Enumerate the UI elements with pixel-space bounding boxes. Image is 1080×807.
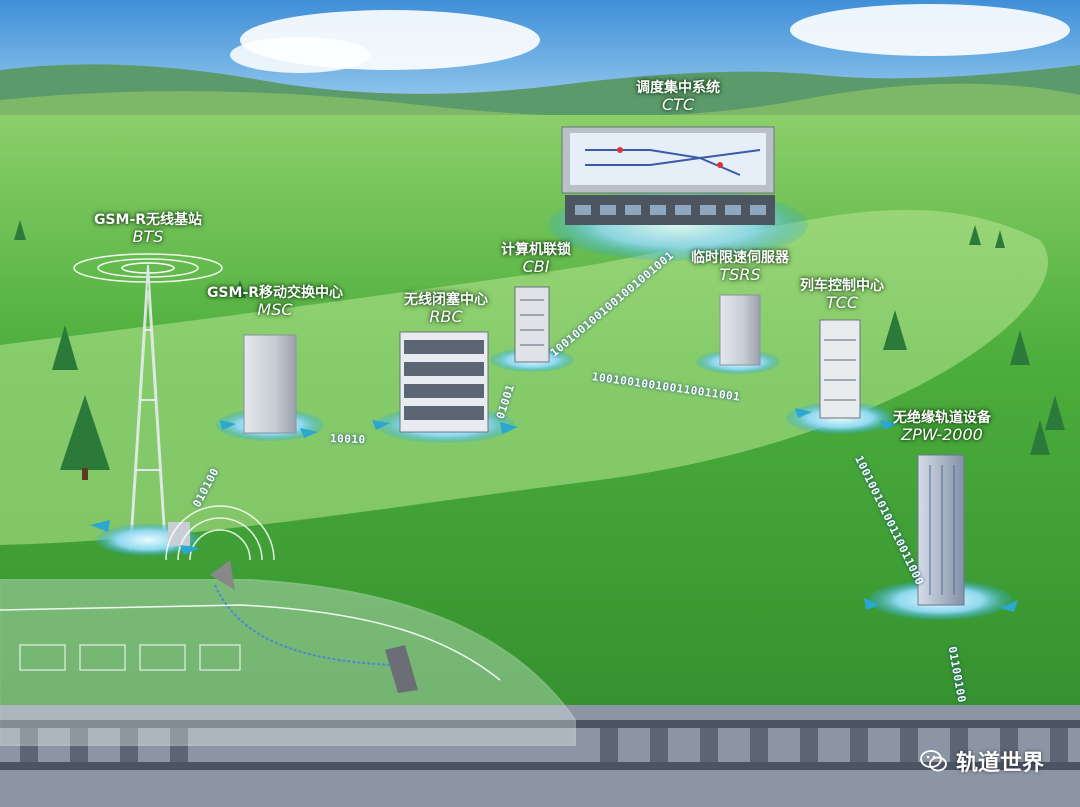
rbc-name-zh: 无线闭塞中心 <box>404 292 488 308</box>
label-zpw: 无绝缘轨道设备 ZPW-2000 <box>880 410 1004 444</box>
tcc-name-zh: 列车控制中心 <box>800 278 884 294</box>
label-ctc: 调度集中系统 CTC <box>610 80 746 114</box>
label-rbc: 无线闭塞中心 RBC <box>392 292 500 326</box>
ctc-name-zh: 调度集中系统 <box>636 80 720 96</box>
msc-name-en: MSC <box>257 300 293 320</box>
bts-name-zh: GSM-R无线基站 <box>93 212 203 228</box>
bts-name-en: BTS <box>132 227 164 247</box>
bitstream-msc-rbc: 10010 <box>329 432 366 447</box>
label-cbi: 计算机联锁 CBI <box>488 242 584 276</box>
tsrs-name-zh: 临时限速伺服器 <box>691 250 789 266</box>
cbi-name-en: CBI <box>522 257 550 277</box>
label-bts: GSM-R无线基站 BTS <box>78 212 218 246</box>
ctc-name-en: CTC <box>661 95 695 115</box>
msc-name-zh: GSM-R移动交换中心 <box>206 285 344 301</box>
watermark-text: 轨道世界 <box>955 751 1044 776</box>
label-msc: GSM-R移动交换中心 MSC <box>185 285 365 319</box>
zpw-name-en: ZPW-2000 <box>901 425 983 445</box>
label-tsrs: 临时限速伺服器 TSRS <box>680 250 800 284</box>
wechat-icon <box>920 750 947 772</box>
tsrs-name-en: TSRS <box>719 265 761 285</box>
tcc-name-en: TCC <box>825 293 859 313</box>
label-tcc: 列车控制中心 TCC <box>788 278 896 312</box>
cbi-name-zh: 计算机联锁 <box>501 242 571 258</box>
rbc-name-en: RBC <box>429 307 463 327</box>
watermark: 轨道世界 <box>920 745 1044 777</box>
zpw-name-zh: 无绝缘轨道设备 <box>893 410 991 426</box>
